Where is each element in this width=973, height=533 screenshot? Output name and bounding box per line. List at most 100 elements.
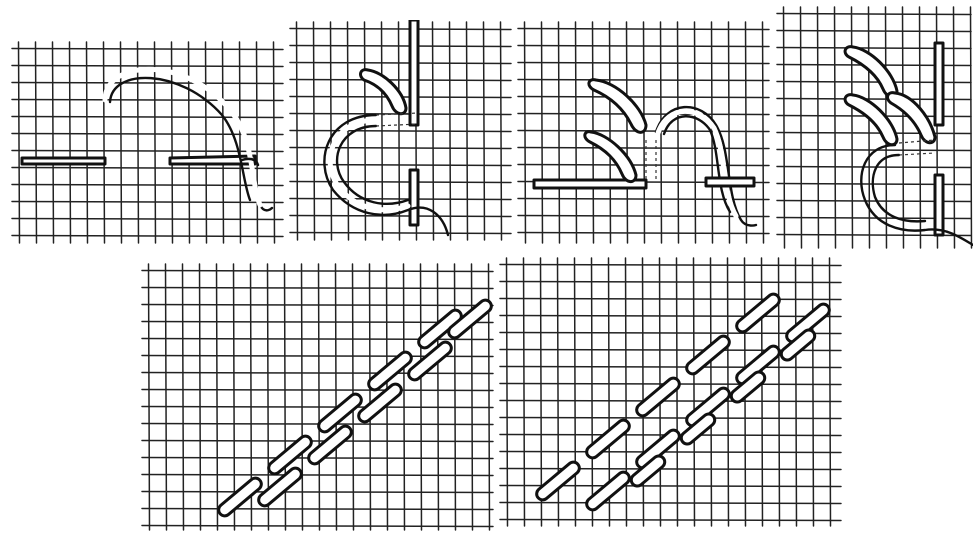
grid-line bbox=[971, 7, 972, 248]
canvas-grid bbox=[142, 264, 493, 530]
grid-line bbox=[12, 117, 283, 118]
slanted-stitch bbox=[845, 47, 897, 97]
grid-line bbox=[290, 233, 511, 234]
grid-line bbox=[217, 264, 218, 530]
grid-line bbox=[576, 22, 577, 243]
grid-line bbox=[500, 367, 841, 368]
grid-line bbox=[903, 7, 904, 248]
grid-line bbox=[500, 503, 841, 504]
stitch-step-1-diagram bbox=[10, 40, 285, 245]
grid-line bbox=[87, 42, 88, 243]
grid-line bbox=[302, 264, 303, 530]
grid-line bbox=[518, 148, 769, 149]
grid-line bbox=[206, 42, 207, 243]
stitch-step-3-diagram bbox=[516, 20, 771, 245]
thread-loop-inner bbox=[110, 78, 250, 200]
grid-line bbox=[500, 316, 841, 317]
grid-line bbox=[518, 165, 769, 166]
grid-line bbox=[678, 22, 679, 243]
grid-line bbox=[290, 182, 511, 183]
grid-line bbox=[500, 452, 841, 453]
grid-line bbox=[12, 185, 283, 186]
grid-line bbox=[518, 80, 769, 81]
grid-line bbox=[500, 401, 841, 402]
thread-vertical bbox=[935, 43, 943, 125]
grid-line bbox=[518, 216, 769, 217]
grid-line bbox=[518, 63, 769, 64]
grid-line bbox=[189, 42, 190, 243]
grid-line bbox=[142, 526, 493, 527]
grid-line bbox=[142, 305, 493, 306]
slanted-stitch bbox=[589, 80, 646, 133]
stitch-result-double-panel bbox=[498, 256, 843, 528]
grid-line bbox=[627, 22, 628, 243]
grid-line bbox=[525, 22, 526, 243]
grid-line bbox=[559, 22, 560, 243]
stitch-step-3-panel bbox=[516, 20, 771, 245]
thread-stitch bbox=[706, 178, 754, 186]
grid-line bbox=[12, 202, 283, 203]
grid-line bbox=[500, 282, 841, 283]
grid-line bbox=[53, 42, 54, 243]
grid-line bbox=[518, 46, 769, 47]
stitch-step-4-diagram bbox=[775, 5, 973, 250]
grid-line bbox=[290, 148, 511, 149]
grid-line bbox=[500, 520, 841, 521]
grid-line bbox=[518, 29, 769, 30]
grid-line bbox=[36, 42, 37, 243]
grid-line bbox=[290, 80, 511, 81]
grid-line bbox=[455, 264, 456, 530]
thread-loop bbox=[861, 145, 973, 245]
grid-line bbox=[104, 42, 105, 243]
grid-line bbox=[518, 233, 769, 234]
grid-line bbox=[142, 441, 493, 442]
slanted-stitch bbox=[584, 418, 632, 461]
stitch-result-single-diagram bbox=[140, 262, 495, 532]
grid-line bbox=[818, 7, 819, 248]
grid-line bbox=[336, 264, 337, 530]
stitch-result-double-diagram bbox=[498, 256, 843, 528]
grid-line bbox=[240, 42, 241, 243]
thread-vertical bbox=[410, 170, 418, 225]
grid-line bbox=[142, 339, 493, 340]
grid-line bbox=[290, 29, 511, 30]
grid-line bbox=[234, 264, 235, 530]
grid-line bbox=[290, 63, 511, 64]
stitch-step-2-panel bbox=[288, 20, 513, 242]
grid-line bbox=[290, 199, 511, 200]
stitch-result-single-panel bbox=[140, 262, 495, 532]
grid-line bbox=[954, 7, 955, 248]
hidden-thread bbox=[646, 140, 656, 180]
grid-line bbox=[763, 22, 764, 243]
grid-line bbox=[869, 7, 870, 248]
grid-line bbox=[142, 407, 493, 408]
grid-line bbox=[777, 133, 971, 134]
grid-line bbox=[500, 265, 841, 266]
grid-line bbox=[142, 288, 493, 289]
grid-line bbox=[290, 165, 511, 166]
slanted-stitch bbox=[634, 376, 682, 419]
grid-line bbox=[500, 299, 841, 300]
grid-line bbox=[12, 83, 283, 84]
grid-line bbox=[290, 131, 511, 132]
grid-line bbox=[142, 475, 493, 476]
grid-line bbox=[19, 42, 20, 243]
grid-line bbox=[777, 167, 971, 168]
grid-line bbox=[290, 46, 511, 47]
grid-line bbox=[835, 7, 836, 248]
grid-line bbox=[12, 66, 283, 67]
grid-line bbox=[257, 42, 258, 243]
grid-line bbox=[142, 390, 493, 391]
grid-line bbox=[142, 271, 493, 272]
grid-line bbox=[777, 14, 971, 15]
stitch-step-4-panel bbox=[775, 5, 973, 250]
grid-line bbox=[438, 264, 439, 530]
stitch-step-2-diagram bbox=[288, 20, 513, 242]
slanted-stitch bbox=[684, 334, 732, 377]
grid-line bbox=[610, 22, 611, 243]
grid-line bbox=[200, 264, 201, 530]
grid-line bbox=[12, 219, 283, 220]
thread-vertical bbox=[410, 20, 418, 125]
grid-line bbox=[142, 373, 493, 374]
grid-line bbox=[746, 22, 747, 243]
